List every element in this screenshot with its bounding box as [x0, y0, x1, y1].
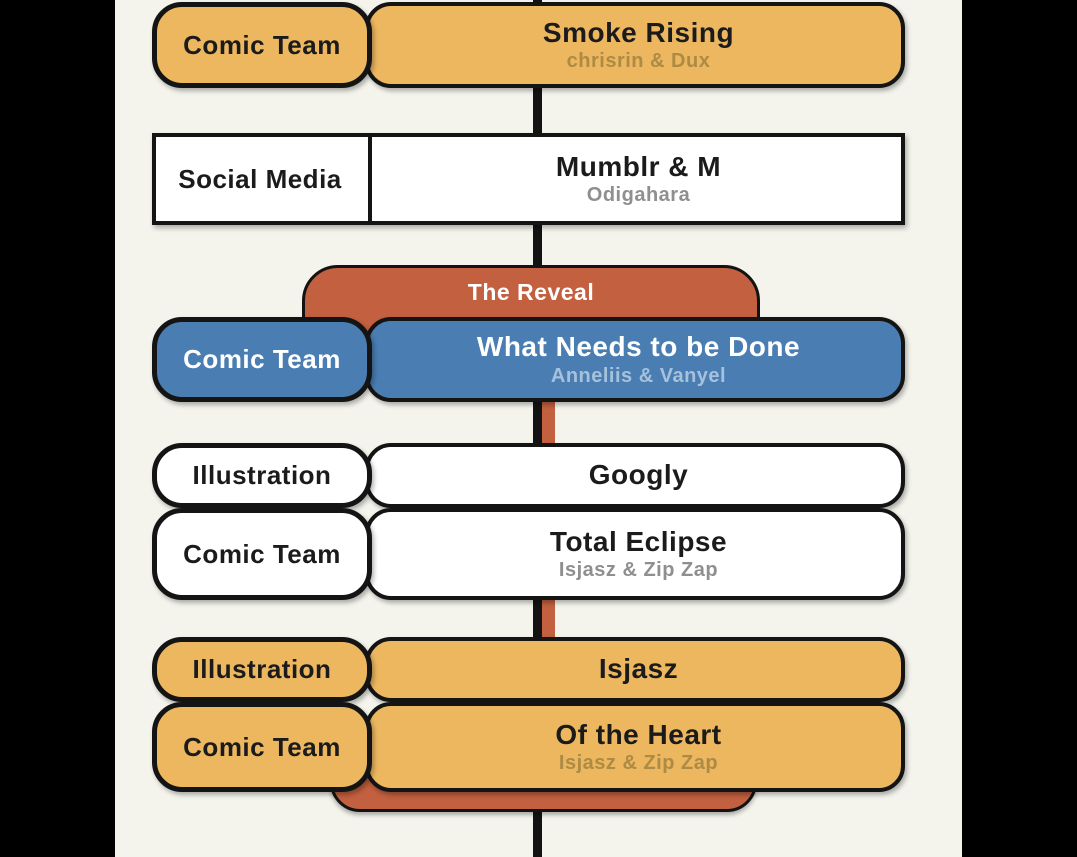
- task-content: Smoke Rising chrisrin & Dux: [372, 2, 905, 88]
- task-type-pill: Comic Team: [152, 508, 372, 600]
- task-type-pill: Comic Team: [152, 317, 372, 402]
- task-content: Of the Heart Isjasz & Zip Zap: [372, 702, 905, 792]
- task-content: Isjasz: [372, 637, 905, 702]
- task-card: [365, 2, 905, 88]
- task-title: Total Eclipse: [549, 525, 728, 557]
- task-subtitle: Isjasz & Zip Zap: [558, 752, 719, 775]
- task-card: [365, 637, 905, 702]
- task-type-label: Comic Team: [183, 29, 341, 60]
- task-card: [152, 133, 905, 225]
- task-type-pill: Comic Team: [152, 702, 372, 792]
- reveal-group-title: The Reveal: [467, 279, 595, 305]
- task-type-pill: Illustration: [152, 443, 372, 508]
- task-subtitle: chrisrin & Dux: [566, 50, 711, 73]
- task-card: [365, 508, 905, 600]
- task-subtitle: Isjasz & Zip Zap: [558, 559, 719, 582]
- task-type-pill: Illustration: [152, 637, 372, 702]
- task-title: Smoke Rising: [542, 16, 735, 48]
- task-title: Of the Heart: [555, 718, 722, 750]
- task-title: Isjasz: [598, 653, 679, 685]
- task-content: Total Eclipse Isjasz & Zip Zap: [372, 508, 905, 600]
- timeline-spine: [533, 0, 542, 857]
- task-subtitle: Anneliis & Vanyel: [550, 364, 727, 387]
- right-letterbox-bar: [962, 0, 1077, 857]
- task-title: Mumblr & M: [555, 150, 722, 182]
- task-subtitle: Odigahara: [586, 184, 691, 207]
- schedule-row-isjasz: Isjasz Illustration: [152, 637, 905, 702]
- task-type-label: Illustration: [192, 654, 332, 684]
- task-type-label: Comic Team: [183, 731, 341, 762]
- task-content: Googly: [372, 443, 905, 508]
- schedule-row-mumblr: Social Media Mumblr & M Odigahara: [152, 133, 905, 225]
- task-type-label: Comic Team: [183, 538, 341, 569]
- task-title: What Needs to be Done: [476, 331, 801, 363]
- task-type-label: Illustration: [192, 460, 332, 490]
- left-letterbox-bar: [0, 0, 115, 857]
- task-type-label: Social Media: [178, 163, 342, 194]
- task-title: Googly: [588, 459, 689, 491]
- schedule-row-what-needs-to-be-done: What Needs to be Done Anneliis & Vanyel …: [152, 317, 905, 402]
- schedule-row-of-the-heart: Of the Heart Isjasz & Zip Zap Comic Team: [152, 702, 905, 792]
- schedule-row-total-eclipse: Total Eclipse Isjasz & Zip Zap Comic Tea…: [152, 508, 905, 600]
- task-content: What Needs to be Done Anneliis & Vanyel: [372, 317, 905, 402]
- task-type-pill: Comic Team: [152, 2, 372, 88]
- task-content: Mumblr & M Odigahara: [372, 133, 905, 225]
- task-card: [365, 317, 905, 402]
- schedule-row-smoke-rising: Smoke Rising chrisrin & Dux Comic Team: [152, 2, 905, 88]
- task-type-label: Comic Team: [183, 344, 341, 374]
- task-type-cell: Social Media: [152, 133, 372, 225]
- schedule-row-googly: Googly Illustration: [152, 443, 905, 508]
- task-card: [365, 443, 905, 508]
